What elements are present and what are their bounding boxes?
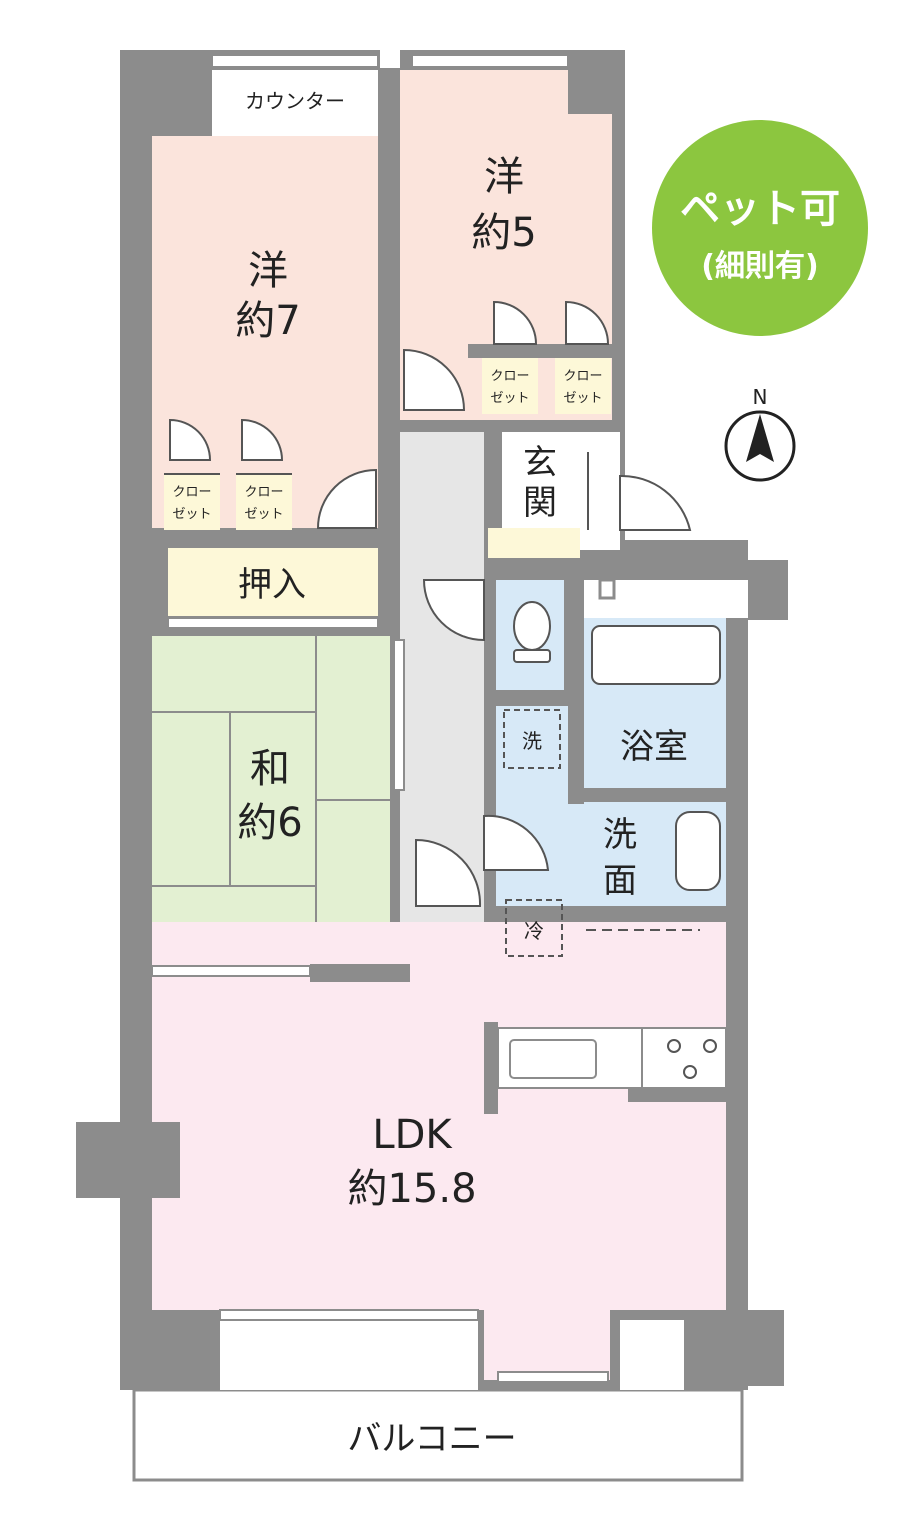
counter	[212, 70, 378, 136]
closet-5b-line1: クロー	[563, 369, 602, 384]
label-western-7-size: 約7	[235, 298, 300, 344]
label-washroom-1: 洗	[603, 815, 637, 855]
closet-7b-line2: ゼット	[244, 507, 283, 522]
label-japanese-size: 約6	[237, 800, 302, 846]
room-ldk	[152, 922, 726, 1310]
closet-7a	[164, 474, 220, 530]
closet-7b	[236, 474, 292, 530]
sink	[509, 1039, 597, 1079]
bathtub-icon	[591, 625, 721, 685]
badge-circle	[652, 120, 868, 336]
closet-7a-line2: ゼット	[172, 507, 211, 522]
label-genkan-1: 玄	[523, 443, 557, 483]
label-ldk-name: LDK	[372, 1112, 453, 1158]
corridor	[400, 432, 484, 922]
closet-5a-line2: ゼット	[490, 391, 529, 406]
washer-space	[503, 709, 561, 769]
stove-icon	[667, 1039, 717, 1079]
closet-labels: クロー ゼット クロー ゼット クロー ゼット クロー ゼット	[172, 369, 602, 522]
closet-5b	[555, 358, 611, 414]
closet-5b-line2: ゼット	[563, 391, 602, 406]
label-japanese-name: 和	[250, 746, 290, 792]
label-western-7-name: 洋	[248, 248, 288, 294]
label-oshiire: 押入	[238, 565, 306, 605]
badge-line1: ペット可	[680, 186, 840, 232]
closet-5a-line1: クロー	[490, 369, 529, 384]
badge-line2: (細則有)	[701, 249, 818, 284]
label-bath: 浴室	[620, 727, 688, 767]
washbasin-icon	[675, 811, 721, 891]
label-ldk-size: 約15.8	[347, 1166, 476, 1212]
compass-icon: N	[724, 385, 796, 482]
closet-5a	[482, 358, 538, 414]
label-western-5-name: 洋	[484, 154, 524, 200]
label-washer: 洗	[522, 729, 542, 753]
closet-7a-line1: クロー	[172, 485, 211, 500]
compass-label: N	[753, 385, 768, 409]
room-western-7	[152, 136, 378, 528]
genkan-step	[488, 528, 580, 558]
label-balcony: バルコニー	[347, 1419, 516, 1459]
label-washroom-2: 面	[603, 861, 637, 901]
balcony	[132, 1388, 744, 1482]
label-fridge: 冷	[524, 919, 544, 943]
fridge-space	[505, 899, 563, 957]
label-counter: カウンター	[245, 89, 345, 113]
label-western-5-size: 約5	[471, 210, 536, 256]
toilet-icon	[513, 601, 551, 663]
oshiire	[168, 548, 378, 616]
label-genkan-2: 関	[523, 483, 557, 523]
genkan	[502, 432, 580, 528]
closet-7b-line1: クロー	[244, 485, 283, 500]
pet-allowed-badge: ペット可 (細則有)	[652, 120, 868, 336]
